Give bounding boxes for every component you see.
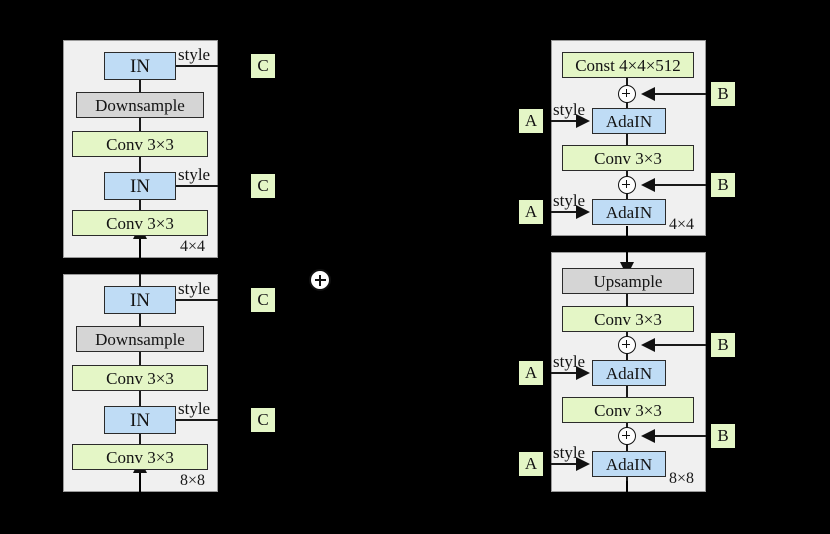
generator-8x8-token-a-top[interactable]: A [519,361,543,385]
generator-4x4-noise-add-top [618,85,636,103]
encoder-4x4-input-line [139,237,141,277]
encoder-8x8-input-line [139,471,141,511]
combiner-plus-icon [309,269,331,291]
generator-4x4-output-line [626,226,628,266]
encoder-8x8-resolution-label: 8×8 [180,472,206,489]
generator-8x8-a-line-top [551,372,578,374]
encoder-4x4-node-conv-lower[interactable]: Conv 3×3 [72,210,208,236]
encoder-8x8-token-c-bottom[interactable]: C [251,408,275,432]
encoder-8x8-node-in-bottom[interactable]: IN [104,406,176,434]
generator-4x4-b-arrowhead-top [641,87,655,101]
generator-4x4-style-label-bottom: style [553,191,586,210]
generator-8x8-b-line-bottom [645,435,706,437]
generator-8x8-style-label-top: style [553,352,586,371]
generator-8x8-node-adain-bottom[interactable]: AdaIN [592,451,666,477]
encoder-4x4-style-line-bottom [176,185,218,187]
generator-4x4-token-a-top[interactable]: A [519,109,543,133]
encoder-4x4-style-line-top [176,65,218,67]
encoder-8x8-style-line-bottom-ext [218,419,253,421]
generator-8x8-node-adain-top[interactable]: AdaIN [592,360,666,386]
generator-4x4-token-b-top[interactable]: B [711,82,735,106]
generator-4x4-node-const[interactable]: Const 4×4×512 [562,52,694,78]
encoder-8x8-style-line-bottom [176,419,218,421]
generator-8x8-b-line-bottom-ext [706,435,712,437]
encoder-4x4-style-line-top-ext [218,65,253,67]
generator-8x8-b-line-top-ext [706,344,712,346]
generator-4x4-token-a-bottom[interactable]: A [519,200,543,224]
encoder-4x4-node-conv-upper[interactable]: Conv 3×3 [72,131,208,157]
generator-4x4-node-adain-top[interactable]: AdaIN [592,108,666,134]
encoder-8x8-node-conv-lower[interactable]: Conv 3×3 [72,444,208,470]
generator-8x8-node-conv-upper[interactable]: Conv 3×3 [562,306,694,332]
encoder-4x4-node-in-top[interactable]: IN [104,52,176,80]
encoder-4x4-node-downsample[interactable]: Downsample [76,92,204,118]
encoder-4x4-style-label-bottom: style [178,165,211,184]
generator-4x4-b-line-bottom-ext [706,184,712,186]
generator-8x8-a-line-bottom-ext [544,463,551,465]
generator-8x8-b-arrowhead-bottom [641,429,655,443]
encoder-8x8-style-line-top-ext [218,299,253,301]
generator-8x8-style-label-bottom: style [553,443,586,462]
generator-8x8-b-arrowhead-top [641,338,655,352]
generator-8x8-noise-add-bottom [618,427,636,445]
generator-4x4-spine [626,68,628,220]
generator-8x8-output-line [626,481,628,513]
encoder-8x8-style-label-bottom: style [178,399,211,418]
generator-4x4-a-arrowhead-top [576,114,590,128]
generator-4x4-b-line-bottom [645,184,706,186]
encoder-8x8-node-in-top[interactable]: IN [104,286,176,314]
generator-4x4-a-line-top [551,120,578,122]
generator-8x8-a-arrowhead-bottom [576,457,590,471]
generator-8x8-token-b-top[interactable]: B [711,333,735,357]
generator-8x8-b-line-top [645,344,706,346]
generator-8x8-node-conv-lower[interactable]: Conv 3×3 [562,397,694,423]
generator-4x4-token-b-bottom[interactable]: B [711,173,735,197]
generator-4x4-node-conv[interactable]: Conv 3×3 [562,145,694,171]
generator-8x8-node-upsample[interactable]: Upsample [562,268,694,294]
generator-4x4-b-arrowhead-bottom [641,178,655,192]
generator-8x8-a-line-bottom [551,463,578,465]
generator-8x8-resolution-label: 8×8 [669,470,695,487]
encoder-8x8-style-line-top [176,299,218,301]
generator-8x8-token-a-bottom[interactable]: A [519,452,543,476]
generator-4x4-a-line-top-ext [544,120,551,122]
generator-8x8-a-line-top-ext [544,372,551,374]
generator-8x8-a-arrowhead-top [576,366,590,380]
encoder-8x8-style-label-top: style [178,279,211,298]
encoder-4x4-token-c-bottom[interactable]: C [251,174,275,198]
generator-4x4-a-arrowhead-bottom [576,205,590,219]
generator-4x4-node-adain-bottom[interactable]: AdaIN [592,199,666,225]
encoder-4x4-resolution-label: 4×4 [180,238,206,255]
encoder-4x4-token-c-top[interactable]: C [251,54,275,78]
encoder-4x4-style-label-top: style [178,45,211,64]
generator-4x4-a-line-bottom [551,211,578,213]
encoder-8x8-node-conv-upper[interactable]: Conv 3×3 [72,365,208,391]
generator-4x4-style-label-top: style [553,100,586,119]
generator-4x4-noise-add-bottom [618,176,636,194]
generator-4x4-resolution-label: 4×4 [669,216,695,233]
encoder-8x8-token-c-top[interactable]: C [251,288,275,312]
generator-4x4-a-line-bottom-ext [544,211,551,213]
generator-8x8-noise-add-top [618,336,636,354]
generator-8x8-token-b-bottom[interactable]: B [711,424,735,448]
encoder-8x8-node-downsample[interactable]: Downsample [76,326,204,352]
encoder-4x4-style-line-bottom-ext [218,185,253,187]
generator-4x4-b-line-top [645,93,706,95]
generator-4x4-b-line-top-ext [706,93,712,95]
encoder-4x4-node-in-bottom[interactable]: IN [104,172,176,200]
encoder-4x4-spine [139,78,141,238]
